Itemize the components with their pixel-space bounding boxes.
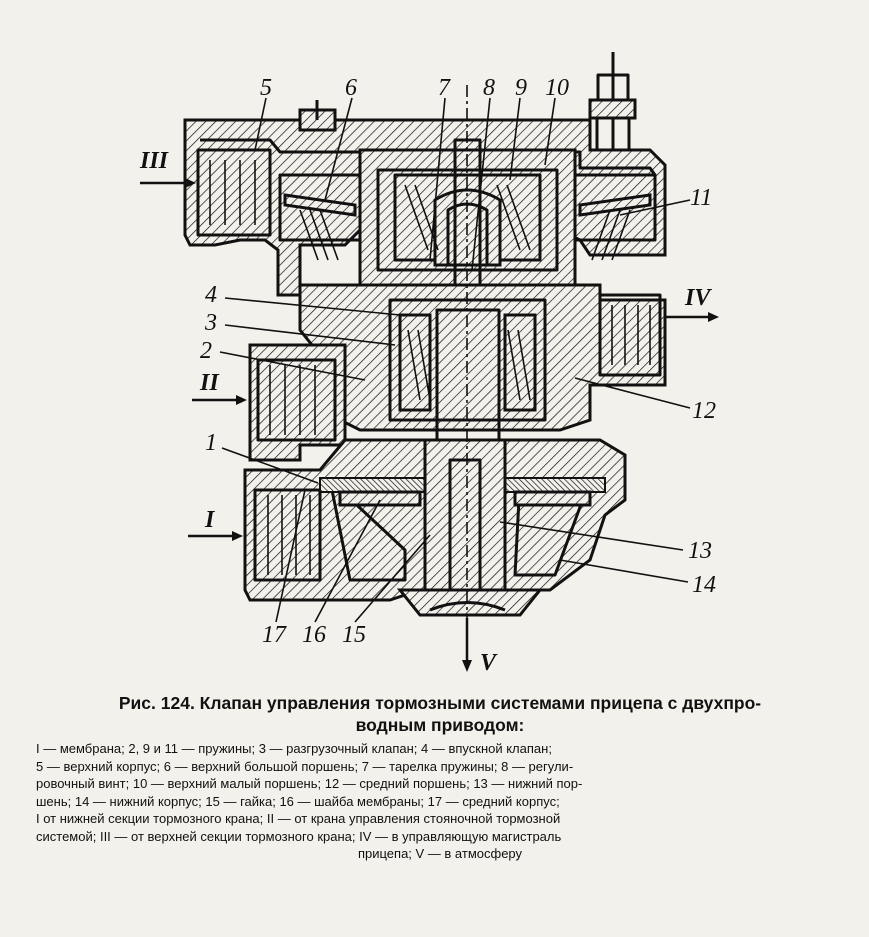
figure-caption: Рис. 124. Клапан управления тормозными с…: [40, 692, 840, 736]
callout-2: 2: [200, 338, 212, 364]
callout-numbers: 5 6 7 8 9 10 11 4 3 2 12 1 13 14 17 16 1…: [200, 75, 716, 648]
callout-8: 8: [483, 75, 495, 101]
port-label-iv: IV: [684, 285, 712, 311]
callout-9: 9: [515, 75, 527, 101]
legend-line: прицепа; V — в атмосферу: [357, 846, 523, 861]
figure-legend: I — мембрана; 2, 9 и 11 — пружины; 3 — р…: [36, 740, 844, 863]
legend-line: системой; III — от верхней секции тормоз…: [36, 828, 562, 844]
valve-cross-section-drawing: III II I IV V 5 6 7 8 9 10 11 4 3 2: [139, 52, 719, 676]
callout-4: 4: [205, 282, 217, 308]
callout-11: 11: [690, 185, 712, 211]
callout-1: 1: [205, 430, 217, 456]
legend-line: ровочный винт; 10 — верхний малый поршен…: [36, 776, 583, 791]
leader-lines: [219, 97, 691, 623]
callout-15: 15: [342, 622, 366, 648]
callout-14: 14: [692, 572, 716, 598]
port-label-ii: II: [199, 370, 220, 396]
legend-line: I — мембрана; 2, 9 и 11 — пружины; 3 — р…: [36, 741, 552, 756]
callout-5: 5: [260, 75, 272, 101]
caption-line-2: водным приводом:: [355, 715, 525, 735]
upper-pistons: [278, 173, 657, 261]
port-label-v: V: [480, 650, 498, 676]
port-labels: III II I IV V: [139, 148, 712, 676]
callout-13: 13: [688, 538, 712, 564]
callout-17: 17: [262, 622, 287, 648]
callout-12: 12: [692, 398, 716, 424]
top-fittings: [298, 52, 637, 152]
callout-7: 7: [438, 75, 451, 101]
callout-10: 10: [545, 75, 569, 101]
port-ii-fitting: [248, 343, 347, 462]
legend-line: шень; 14 — нижний корпус; 15 — гайка; 16…: [36, 793, 560, 809]
legend-line: 5 — верхний корпус; 6 — верхний большой …: [36, 758, 574, 774]
callout-6: 6: [345, 75, 357, 101]
port-arrows: [140, 178, 719, 672]
port-label-iii: III: [139, 148, 170, 174]
callout-16: 16: [302, 622, 326, 648]
caption-line-1: Рис. 124. Клапан управления тормозными с…: [118, 693, 762, 713]
port-label-i: I: [204, 507, 216, 533]
legend-line: I от нижней секции тормозного крана; II …: [36, 811, 561, 826]
lower-housing: [243, 438, 627, 617]
callout-3: 3: [204, 310, 217, 336]
